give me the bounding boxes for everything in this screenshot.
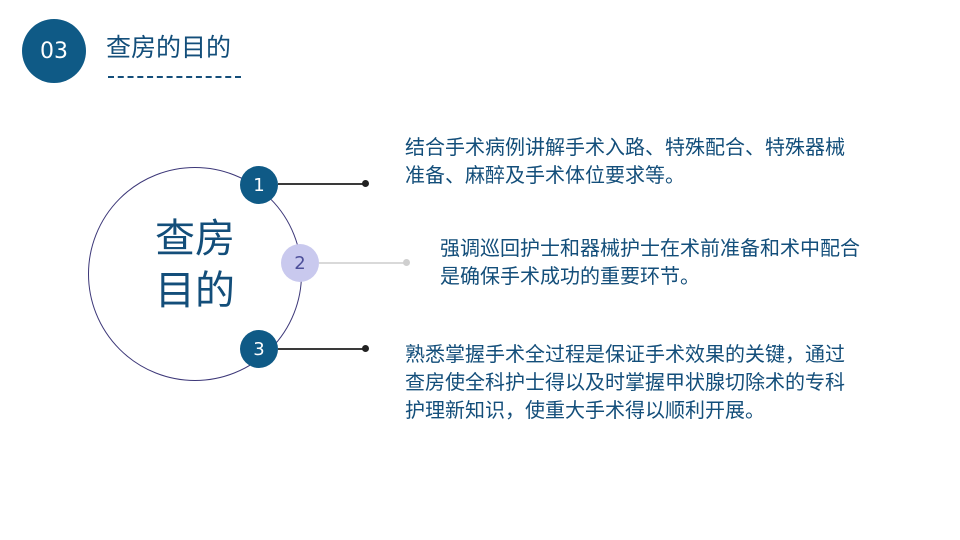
- title-underline: [108, 76, 241, 78]
- point-text-1: 结合手术病例讲解手术入路、特殊配合、特殊器械准备、麻醉及手术体位要求等。: [405, 135, 845, 187]
- center-label-line2: 目的: [155, 268, 235, 314]
- connector-3: [278, 348, 366, 350]
- step-number-3: 3: [253, 338, 265, 360]
- connector-dot-2: [403, 259, 410, 266]
- section-number: 03: [40, 38, 68, 64]
- step-node-3: 3: [240, 330, 278, 368]
- step-node-1: 1: [240, 166, 278, 204]
- point-text-3: 熟悉掌握手术全过程是保证手术效果的关键，通过查房使全科护士得以及时掌握甲状腺切除…: [405, 342, 845, 422]
- center-label: 查房 目的: [140, 213, 250, 317]
- step-number-1: 1: [253, 174, 265, 196]
- step-node-2: 2: [281, 244, 319, 282]
- section-number-badge: 03: [22, 19, 86, 83]
- connector-dot-1: [362, 180, 369, 187]
- step-number-2: 2: [294, 252, 306, 274]
- connector-dot-3: [362, 345, 369, 352]
- center-label-line1: 查房: [155, 216, 235, 262]
- connector-2: [319, 262, 405, 264]
- connector-1: [278, 183, 366, 185]
- point-text-2: 强调巡回护士和器械护士在术前准备和术中配合是确保手术成功的重要环节。: [440, 236, 860, 288]
- page-title: 查房的目的: [106, 33, 232, 62]
